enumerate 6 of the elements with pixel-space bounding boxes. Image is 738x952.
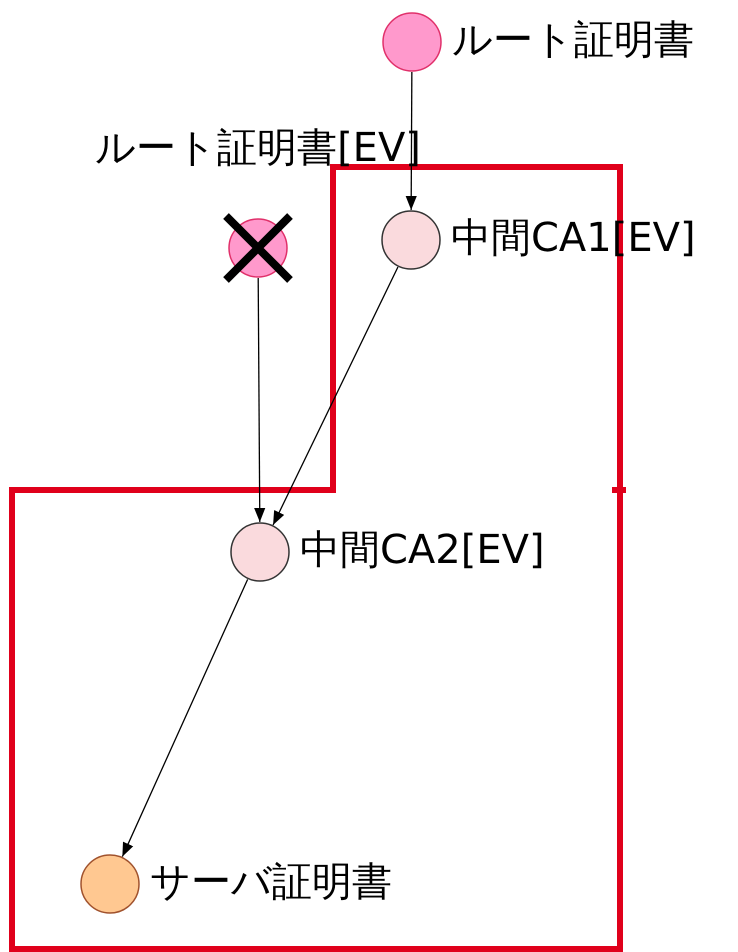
arrow (254, 278, 266, 522)
arrow (122, 579, 248, 857)
node-label: 中間CA2[EV] (300, 526, 545, 574)
node-label: サーバ証明書 (150, 858, 392, 906)
node-label: ルート証明書 (452, 16, 694, 64)
arrow (272, 266, 399, 526)
